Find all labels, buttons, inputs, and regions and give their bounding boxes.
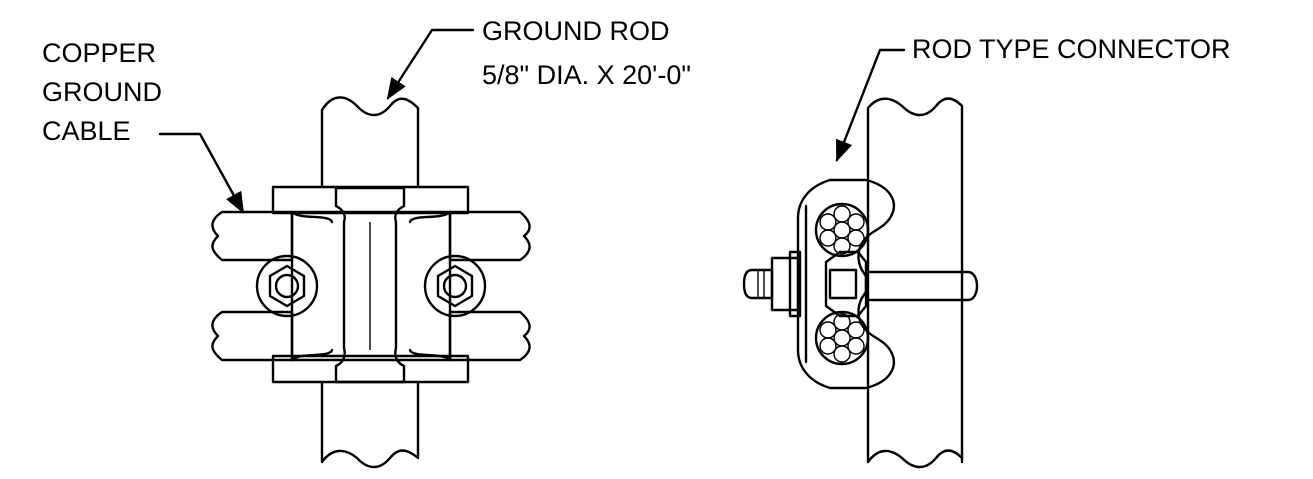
conductor-section-upper xyxy=(814,202,870,258)
ground-rod-left xyxy=(320,96,420,469)
rod-type-connector-label: ROD TYPE CONNECTOR xyxy=(912,34,1231,64)
clamp-top-flange xyxy=(271,185,470,215)
ground-rod-label: GROUND ROD 5/8" DIA. X 20'-0" xyxy=(482,16,691,90)
conductor-section-lower xyxy=(814,310,870,366)
copper-cable-label: COPPER GROUND CABLE xyxy=(42,38,162,146)
bolt-left xyxy=(255,254,319,318)
copper-label-line3: CABLE xyxy=(42,116,131,146)
copper-cable-right xyxy=(448,210,531,362)
copper-label-line2: GROUND xyxy=(42,77,162,107)
ground-rod-leader xyxy=(386,28,475,100)
ground-rod-right xyxy=(866,97,964,469)
ground-rod-label-line1: GROUND ROD xyxy=(482,16,670,46)
ground-rod-label-line2: 5/8" DIA. X 20'-0" xyxy=(482,60,691,90)
bolt-right xyxy=(423,254,487,318)
clamp-body xyxy=(290,210,452,362)
connector-leader xyxy=(835,48,906,163)
copper-label-line1: COPPER xyxy=(42,38,156,68)
clamp-center-bar xyxy=(334,186,406,384)
rod-type-connector xyxy=(742,178,896,390)
copper-cable-left xyxy=(211,210,294,362)
u-bolt xyxy=(868,270,979,302)
copper-cable-leader xyxy=(158,132,245,214)
